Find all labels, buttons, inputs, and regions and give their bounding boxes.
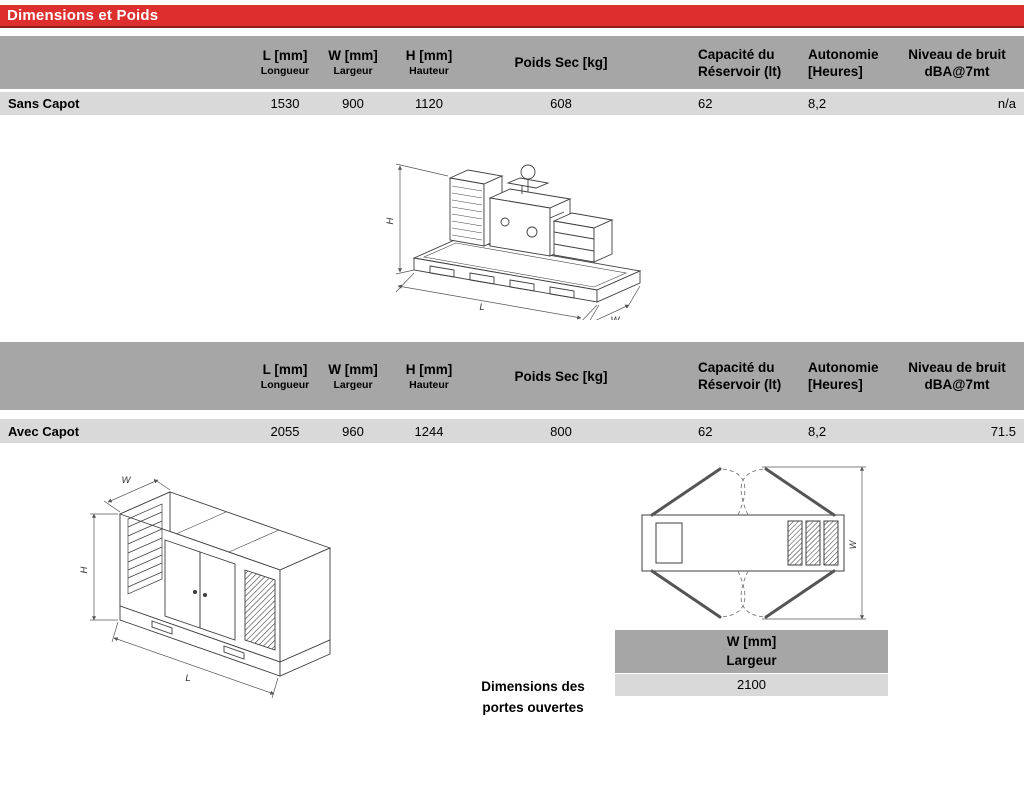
table-avec-capot-header: L [mm] Longueur W [mm] Largeur H [mm] Ha… [0, 342, 1024, 410]
value-noise-level: n/a [997, 96, 1016, 111]
row-sans-capot: Sans Capot 1530 900 1120 608 62 8,2 n/a [0, 92, 1024, 115]
dim-label-w: W [848, 539, 858, 549]
col-header-dry-weight: Poids Sec [kg] [472, 342, 650, 410]
value-dry-weight: 608 [550, 96, 572, 111]
value-width: 900 [342, 96, 364, 111]
doors-caption-line1: Dimensions des [481, 679, 585, 694]
col-tank-line2: Réservoir (lt) [698, 377, 782, 392]
doors-width-value: 2100 [615, 674, 888, 696]
col-header-length: L [mm] Longueur [250, 342, 320, 410]
doors-table-header: W [mm] Largeur [615, 630, 888, 673]
col-autonomy-line1: Autonomie [808, 46, 879, 62]
open-genset-diagram: H L W [385, 163, 642, 320]
value-length: 2055 [270, 423, 300, 439]
value-autonomy: 8,2 [808, 423, 827, 439]
roof-grille-1 [787, 520, 803, 566]
dim-label-h: H [79, 566, 90, 573]
col-height-unit: H [mm] [405, 361, 453, 377]
col-length-unit: L [mm] [262, 48, 308, 63]
row-label-sans-capot: Sans Capot [8, 96, 80, 111]
engine [488, 164, 572, 257]
dimension-lines [90, 478, 279, 699]
col-length-name: Longueur [260, 378, 310, 391]
doors-dimensions-table: W [mm] Largeur 2100 [615, 630, 888, 696]
col-autonomy-line2: [Heures] [808, 63, 863, 79]
col-length-name: Longueur [260, 65, 310, 77]
col-width-name: Largeur [333, 378, 373, 391]
value-width: 960 [342, 423, 364, 439]
header-gap [650, 342, 690, 410]
col-header-autonomy: Autonomie [Heures] [800, 36, 890, 89]
col-width-unit: W [mm] [328, 48, 378, 63]
header-gap [650, 36, 690, 89]
roof-grille-3 [823, 520, 839, 566]
col-header-tank-capacity: Capacité du Réservoir (lt) [690, 36, 800, 89]
row-label-avec-capot: Avec Capot [8, 423, 80, 439]
col-width-name: Largeur [333, 65, 373, 77]
value-noise-level: 71.5 [990, 423, 1016, 439]
col-dry-weight-label: Poids Sec [kg] [514, 368, 608, 384]
header-spacer [0, 342, 250, 410]
col-length-unit: L [mm] [262, 361, 308, 377]
col-header-width: W [mm] Largeur [320, 342, 386, 410]
section-title: Dimensions et Poids [7, 7, 159, 24]
col-noise-line2: dBA@7mt [924, 63, 990, 79]
radiator-louvers [127, 503, 163, 595]
value-autonomy: 8,2 [808, 96, 827, 111]
col-header-autonomy: Autonomie [Heures] [800, 342, 890, 410]
door-panels [650, 467, 836, 619]
value-tank-capacity: 62 [698, 423, 713, 439]
doors-caption-line2: portes ouvertes [482, 700, 584, 715]
dim-label-h: H [385, 217, 396, 224]
value-dry-weight: 800 [550, 423, 572, 439]
doors-open-top-view: W [641, 466, 866, 620]
col-header-noise-level: Niveau de bruit dBA@7mt [890, 342, 1024, 410]
col-noise-line1: Niveau de bruit [908, 46, 1006, 62]
col-dry-weight-label: Poids Sec [kg] [514, 55, 608, 70]
header-spacer [0, 36, 250, 89]
dimension-lines [762, 466, 866, 620]
col-width-unit: W [mm] [328, 361, 378, 377]
col-autonomy-line2: [Heures] [808, 377, 863, 392]
col-header-width: W [mm] Largeur [320, 36, 386, 89]
canopy-genset-diagram: H W L [79, 475, 332, 699]
doors-col-name: Largeur [726, 653, 777, 668]
radiator-footprint [655, 522, 683, 564]
col-tank-line1: Capacité du [698, 360, 775, 375]
col-height-name: Hauteur [409, 378, 449, 391]
col-noise-line1: Niveau de bruit [908, 360, 1006, 375]
section-title-bar: Dimensions et Poids [0, 5, 1024, 28]
col-header-height: H [mm] Hauteur [386, 36, 472, 89]
table-sans-capot-header: L [mm] Longueur W [mm] Largeur H [mm] Ha… [0, 36, 1024, 89]
value-height: 1244 [414, 423, 444, 439]
radiator [448, 169, 504, 247]
roof-grille-2 [805, 520, 821, 566]
col-noise-line2: dBA@7mt [924, 377, 990, 392]
value-length: 1530 [270, 96, 300, 111]
col-header-height: H [mm] Hauteur [386, 342, 472, 410]
dim-label-w: W [611, 315, 621, 320]
doors-caption: Dimensions des portes ouvertes [463, 676, 603, 718]
col-height-unit: H [mm] [405, 48, 453, 63]
doors-col-unit: W [mm] [726, 634, 777, 649]
col-header-noise-level: Niveau de bruit dBA@7mt [890, 36, 1024, 89]
value-tank-capacity: 62 [698, 96, 713, 111]
row-avec-capot: Avec Capot 2055 960 1244 800 62 8,2 71.5 [0, 419, 1024, 443]
dim-label-w: W [122, 475, 132, 486]
col-height-name: Hauteur [409, 65, 449, 77]
door-swing-arcs [719, 468, 767, 618]
col-autonomy-line1: Autonomie [808, 360, 879, 375]
alternator [552, 212, 614, 263]
canopy-footprint [641, 514, 845, 572]
dimension-lines [395, 163, 641, 320]
value-height: 1120 [415, 96, 443, 111]
dim-label-l: L [185, 673, 190, 684]
col-header-dry-weight: Poids Sec [kg] [472, 36, 650, 89]
col-tank-line2: Réservoir (lt) [698, 63, 782, 79]
col-header-tank-capacity: Capacité du Réservoir (lt) [690, 342, 800, 410]
dim-label-l: L [479, 302, 484, 313]
col-header-length: L [mm] Longueur [250, 36, 320, 89]
outlet-grille [244, 569, 276, 651]
col-tank-line1: Capacité du [698, 46, 775, 62]
